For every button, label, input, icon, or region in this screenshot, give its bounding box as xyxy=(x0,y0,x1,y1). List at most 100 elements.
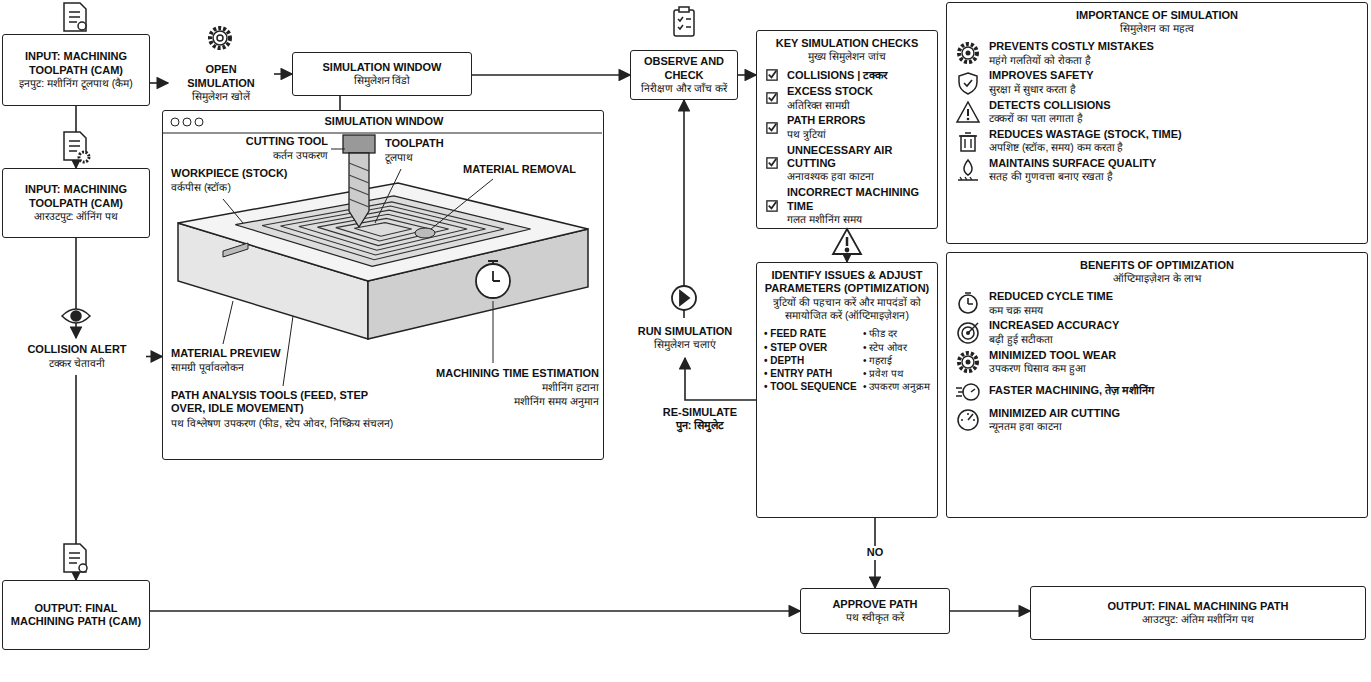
list-row: COLLISIONS | टक्कर xyxy=(765,68,929,82)
label-text: मशीनिंग समय अनुमान xyxy=(419,395,599,408)
list-row: MAINTAINS SURFACE QUALITYसतह की गुणवत्ता… xyxy=(955,157,1359,183)
flow-arrow xyxy=(738,74,756,76)
label-text: इनपुट: मशीनिंग टूलपाथ (कैम) xyxy=(9,77,143,90)
text-group: APPROVE PATHपथ स्वीकृत करें xyxy=(807,598,943,624)
warn-icon xyxy=(955,99,981,125)
heading-text: MACHINING TIME ESTIMATION xyxy=(419,367,599,380)
list-row: REDUCES WASTAGE (STOCK, TIME)अपशिष्ट (स्… xyxy=(955,128,1359,154)
document-icon xyxy=(64,3,86,31)
gear-icon xyxy=(955,40,981,66)
list-row: FASTER MACHINING, तेज़ मशीनिंग xyxy=(955,378,1359,404)
row-text: IMPROVES SAFETYसुरक्षा में सुधार करता है xyxy=(989,69,1094,95)
panel-title: IDENTIFY ISSUES & ADJUST PARAMETERS (OPT… xyxy=(764,269,930,321)
list-row: UNNECESSARY AIR CUTTINGअनावश्यक हवा काटन… xyxy=(765,144,929,184)
label-text: अतिरिक्त सामग्री xyxy=(787,99,873,112)
heading-text: MAINTAINS SURFACE QUALITY xyxy=(989,157,1156,170)
label-text: महंगे गलतियों को रोकता है xyxy=(989,54,1154,67)
heading-text: REDUCES WASTAGE (STOCK, TIME) xyxy=(989,128,1182,141)
heading-text: UNNECESSARY AIR CUTTING xyxy=(787,144,929,171)
label-text: वर्कपीस (स्टॉक) xyxy=(171,181,301,194)
heading-text: IMPROVES SAFETY xyxy=(989,69,1094,82)
heading-text: PREVENTS COSTLY MISTAKES xyxy=(989,40,1154,53)
heading-text: OPEN SIMULATION xyxy=(174,63,268,90)
target-icon xyxy=(955,320,981,346)
label-text: सिमुलेशन विंडो xyxy=(299,74,465,87)
label-text: कर्तन उपकरण xyxy=(203,149,328,162)
flow-arrow xyxy=(339,96,341,110)
list-row: PREVENTS COSTLY MISTAKESमहंगे गलतियों को… xyxy=(955,40,1359,66)
label-text: • गहराई xyxy=(863,355,930,367)
heading-text: REDUCED CYCLE TIME xyxy=(989,290,1113,303)
list-row: MINIMIZED AIR CUTTINGन्यूनतम हवा काटना xyxy=(955,407,1359,433)
process-box: OPEN SIMULATIONसिमुलेशन खोलें xyxy=(168,58,274,108)
shield-icon xyxy=(955,70,981,96)
heading-text: BENEFITS OF OPTIMIZATION xyxy=(955,259,1359,272)
heading-text: KEY SIMULATION CHECKS xyxy=(765,37,929,50)
heading-text: COLLISION ALERT xyxy=(14,343,140,356)
heading-text: PATH ERRORS xyxy=(787,114,865,127)
label-text: अपशिष्ट (स्टॉक, समय) कम करता है xyxy=(989,141,1182,154)
bullet-column: • फीड दर• स्टेप ओवर• गहराई• प्रवेश पथ• उ… xyxy=(863,327,930,394)
row-text: REDUCED CYCLE TIMEकम चक्र समय xyxy=(989,290,1113,316)
flow-arrow xyxy=(950,610,1030,612)
gear-icon xyxy=(955,349,981,375)
list-row: IMPROVES SAFETYसुरक्षा में सुधार करता है xyxy=(955,69,1359,95)
label-text: • स्टेप ओवर xyxy=(863,342,930,354)
heading-text: OBSERVE AND CHECK xyxy=(637,55,731,82)
list-row: INCORRECT MACHINING TIMEगलत मशीनिंग समय xyxy=(765,186,929,226)
panel-title: KEY SIMULATION CHECKSमुख्य सिमुलेशन जांच xyxy=(765,37,929,63)
list-row: DETECTS COLLISIONSटक्करों का पता लगाता ह… xyxy=(955,99,1359,125)
heading-text: • DEPTH xyxy=(764,355,857,367)
label-text: ऑप्टिमाइज़ेशन के लाभ xyxy=(955,272,1359,285)
heading-text: DETECTS COLLISIONS xyxy=(989,99,1111,112)
heading-text: SIMULATION WINDOW xyxy=(163,115,605,128)
check-icon xyxy=(765,199,779,213)
row-text: MAINTAINS SURFACE QUALITYसतह की गुणवत्ता… xyxy=(989,157,1156,183)
process-box: RUN SIMULATIONसिमुलेशन चलाएं xyxy=(624,318,746,358)
heading-text: PATH ANALYSIS TOOLS (FEED, STEP OVER, ID… xyxy=(171,389,401,416)
check-icon xyxy=(765,68,779,82)
label-text: • फीड दर xyxy=(863,328,930,340)
heading-text: SIMULATION WINDOW xyxy=(299,61,465,74)
gear-icon xyxy=(210,28,230,48)
info-panel: BENEFITS OF OPTIMIZATIONऑप्टिमाइज़ेशन के… xyxy=(946,252,1368,518)
heading-text: FASTER MACHINING, तेज़ मशीनिंग xyxy=(989,384,1154,397)
text-group: RUN SIMULATIONसिमुलेशन चलाएं xyxy=(630,325,740,351)
heading-text: OUTPUT: FINAL MACHINING PATH xyxy=(1037,600,1359,613)
flow-arrow xyxy=(150,82,168,84)
flow-arrow xyxy=(150,610,800,612)
process-box: COLLISION ALERTटक्कर चेतावनी xyxy=(8,338,146,375)
text-group: OUTPUT: FINAL MACHINING PATH (CAM) xyxy=(9,602,143,629)
info-panel: IMPORTANCE OF SIMULATIONसिमुलेशन का महत्… xyxy=(946,2,1368,244)
label-text: • प्रवेश पथ xyxy=(863,368,930,380)
flow-arrow xyxy=(146,356,162,358)
text-group: INPUT: MACHINING TOOLPATH (CAM)इनपुट: मश… xyxy=(9,50,143,90)
row-text: MINIMIZED TOOL WEARउपकरण घिसाव कम हुआ xyxy=(989,349,1116,375)
heading-text: INCREASED ACCURACY xyxy=(989,319,1119,332)
text-group: OUTPUT: FINAL MACHINING PATHआउटपुट: अंति… xyxy=(1037,600,1359,626)
process-box: SIMULATION WINDOWसिमुलेशन विंडो xyxy=(292,52,472,96)
process-box: IDENTIFY ISSUES & ADJUST PARAMETERS (OPT… xyxy=(756,262,938,518)
heading-text: MINIMIZED TOOL WEAR xyxy=(989,349,1116,362)
label-text: सिमुलेशन खोलें xyxy=(174,90,268,103)
label-text: त्रुटियों की पहचान करें और मापदंडों को स… xyxy=(764,296,930,322)
bullet-column: • FEED RATE• STEP OVER• DEPTH• ENTRY PAT… xyxy=(764,327,857,394)
heading-text: • TOOL SEQUENCE xyxy=(764,381,857,393)
edge-label: RE-SIMULATE पुन: सिमुलेट xyxy=(655,406,745,433)
list-row: PATH ERRORSपथ त्रुटियां xyxy=(765,114,929,140)
flow-arrow xyxy=(472,74,630,76)
process-box: OBSERVE AND CHECKनिरीक्षण और जाँच करें xyxy=(630,50,738,100)
label-text: सुरक्षा में सुधार करता है xyxy=(989,83,1094,96)
list-row: REDUCED CYCLE TIMEकम चक्र समय xyxy=(955,290,1359,316)
clipboard-icon xyxy=(674,7,694,36)
heading-text: WORKPIECE (STOCK) xyxy=(171,167,301,180)
drop-icon xyxy=(955,157,981,183)
heading-text: • FEED RATE xyxy=(764,328,857,340)
process-box: OUTPUT: FINAL MACHINING PATH (CAM) xyxy=(2,580,150,650)
heading-text: IDENTIFY ISSUES & ADJUST PARAMETERS (OPT… xyxy=(764,269,930,296)
label-text: उपकरण घिसाव कम हुआ xyxy=(989,362,1116,375)
heading-text: CUTTING TOOL xyxy=(203,135,328,148)
text-group: COLLISION ALERTटक्कर चेतावनी xyxy=(14,343,140,369)
heading-text: APPROVE PATH xyxy=(807,598,943,611)
row-text: EXCESS STOCKअतिरिक्त सामग्री xyxy=(787,85,873,111)
